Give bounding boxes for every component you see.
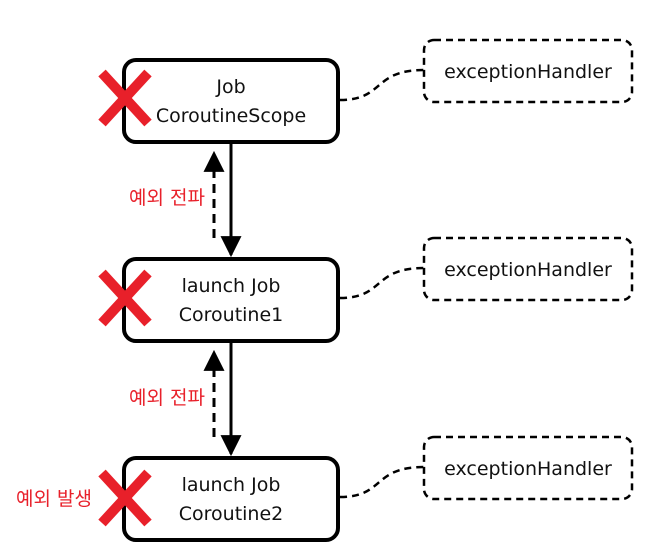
handler-label: exceptionHandler <box>444 458 612 480</box>
node-box <box>122 456 340 542</box>
handler-frame <box>422 38 634 104</box>
cross-icon <box>98 469 152 527</box>
node-coroutine1: launch Job Coroutine1 <box>122 257 340 343</box>
cross-icon <box>98 69 152 127</box>
exception-origin-label: 예외 발생 <box>16 488 92 510</box>
propagation-label: 예외 전파 <box>129 387 205 409</box>
node-coroutine2: launch Job Coroutine2 <box>122 456 340 542</box>
handler-frame <box>422 236 634 302</box>
handler-connector-0 <box>339 68 425 102</box>
node-title: launch Job <box>182 474 281 496</box>
handler-box-0: exceptionHandler <box>422 38 634 104</box>
handler-box-1: exceptionHandler <box>422 236 634 302</box>
node-title: launch Job <box>182 275 281 297</box>
handler-connector-1 <box>339 266 425 300</box>
node-box <box>122 58 340 144</box>
handler-connector-2 <box>339 465 425 499</box>
node-box <box>122 257 340 343</box>
handler-label: exceptionHandler <box>444 61 612 83</box>
cross-icon <box>98 269 152 327</box>
node-coroutine-scope: Job CoroutineScope <box>122 58 340 144</box>
handler-box-2: exceptionHandler <box>422 435 634 501</box>
node-title: Job <box>215 76 245 98</box>
node-subtitle: Coroutine2 <box>179 503 284 525</box>
propagation-label: 예외 전파 <box>129 187 205 209</box>
node-subtitle: CoroutineScope <box>156 105 306 127</box>
handler-frame <box>422 435 634 501</box>
handler-label: exceptionHandler <box>444 259 612 281</box>
node-subtitle: Coroutine1 <box>179 304 284 326</box>
